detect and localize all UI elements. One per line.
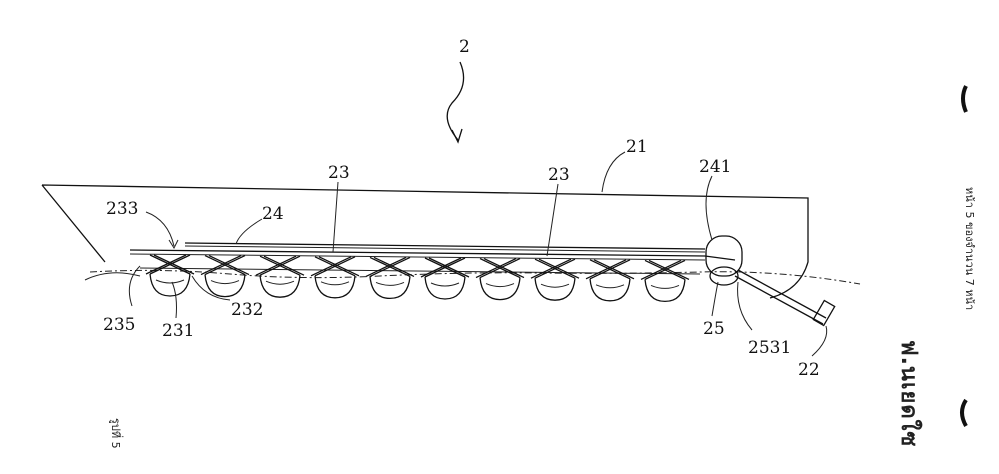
module-x-brace	[200, 255, 250, 276]
label-24: 24	[262, 204, 284, 224]
module-x-brace	[585, 259, 635, 280]
figure-note: รูปที่ 5	[109, 418, 124, 449]
module-float-bowl	[424, 276, 466, 300]
page-note: หน้า 5 ของจำนวน 7 หน้า	[963, 187, 976, 310]
module-float-bowl	[259, 275, 301, 298]
upper-rail	[184, 242, 706, 250]
leader-233-head	[168, 239, 179, 250]
leader-231	[171, 281, 177, 319]
waterline-left	[84, 272, 141, 281]
connector-line-1	[704, 255, 736, 261]
label-23-left: 23	[328, 163, 350, 183]
leader-23-left	[332, 181, 339, 253]
module-float-bowl	[204, 274, 246, 298]
module-float-bowl	[314, 275, 356, 299]
module-float-rim	[155, 279, 185, 284]
upper-rail-2	[184, 245, 706, 253]
module-float-rim	[430, 282, 460, 287]
module-float-rim	[650, 284, 680, 289]
module-float-rim	[595, 284, 625, 289]
module-chain	[145, 254, 690, 303]
main-arrowhead	[451, 128, 463, 144]
label-235: 235	[103, 315, 135, 335]
main-arrow	[446, 61, 465, 141]
leader-25	[711, 281, 719, 317]
leader-233	[145, 211, 175, 247]
module-float-rim	[540, 283, 570, 288]
leader-235	[128, 265, 141, 307]
stamp-text: ฟ.นเยดใซ	[896, 340, 923, 447]
frame-bar-mid	[129, 253, 706, 261]
module-float-bowl	[479, 277, 521, 301]
label-2531: 2531	[748, 338, 791, 358]
module-x-brace	[310, 256, 360, 277]
label-21: 21	[626, 137, 648, 157]
module-float-bowl	[149, 273, 191, 297]
waterline	[89, 269, 861, 285]
module-float-rim	[375, 281, 405, 286]
module-x-brace	[365, 256, 415, 277]
hole-mark-bottom	[960, 398, 968, 427]
leader-241	[705, 175, 713, 241]
module-x-brace	[475, 258, 525, 279]
float-body	[705, 235, 743, 277]
label-25: 25	[703, 319, 725, 339]
hole-mark-top	[961, 85, 968, 113]
module-float-rim	[320, 281, 350, 286]
hull-outline	[41, 184, 809, 299]
label-23-right: 23	[548, 165, 570, 185]
label-2: 2	[459, 37, 470, 57]
leader-21	[601, 151, 626, 193]
float-pivot	[709, 266, 739, 286]
frame-bar-bottom	[139, 267, 701, 275]
module-x-brace	[420, 257, 470, 278]
module-float-bowl	[534, 278, 576, 301]
module-x-brace	[255, 255, 305, 276]
module-x-brace	[640, 259, 690, 280]
leader-24	[235, 218, 263, 245]
rod-tip	[812, 299, 836, 327]
module-float-bowl	[589, 278, 631, 302]
rod-line-a	[737, 269, 827, 319]
label-22: 22	[798, 360, 820, 380]
label-233: 233	[106, 199, 138, 219]
frame-bar-top	[129, 249, 706, 257]
leader-23-right	[546, 183, 559, 257]
rod-line-b	[734, 275, 824, 325]
module-x-brace	[145, 254, 195, 275]
label-232: 232	[231, 300, 263, 320]
label-231: 231	[162, 321, 194, 341]
module-float-bowl	[369, 276, 411, 300]
leader-232	[191, 275, 231, 301]
module-float-rim	[265, 280, 295, 285]
leader-22	[811, 325, 828, 357]
leader-2531	[737, 281, 753, 331]
module-float-rim	[485, 283, 515, 288]
module-float-rim	[210, 280, 240, 285]
module-x-brace	[530, 258, 580, 279]
module-float-bowl	[644, 279, 686, 303]
label-241: 241	[699, 157, 731, 177]
